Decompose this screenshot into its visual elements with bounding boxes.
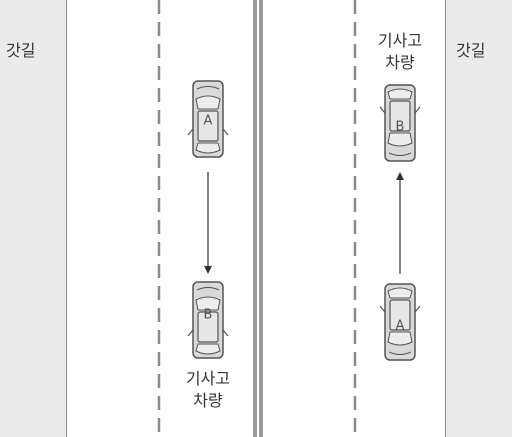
right-accident-caption-line1: 기사고 bbox=[377, 31, 423, 50]
right-car-a-label: A bbox=[396, 319, 405, 334]
median-line bbox=[253, 0, 257, 437]
right-accident-caption: 기사고 차량 bbox=[370, 30, 430, 74]
left-direction-arrow bbox=[204, 172, 212, 274]
left-car-b-label: B bbox=[204, 308, 213, 323]
left-car-a-label: A bbox=[204, 114, 213, 129]
left-accident-caption-line1: 기사고 bbox=[185, 369, 231, 388]
left-accident-caption: 기사고 차량 bbox=[178, 368, 238, 412]
right-accident-caption-line2: 차량 bbox=[385, 53, 415, 72]
shoulder-left-label: 갓길 bbox=[6, 41, 36, 60]
right-shoulder bbox=[446, 0, 512, 437]
shoulder-right-label: 갓길 bbox=[456, 41, 486, 60]
left-shoulder bbox=[0, 0, 66, 437]
left-accident-caption-line2: 차량 bbox=[193, 391, 223, 410]
right-car-b-label: B bbox=[396, 120, 405, 135]
right-direction-arrow bbox=[396, 172, 404, 274]
